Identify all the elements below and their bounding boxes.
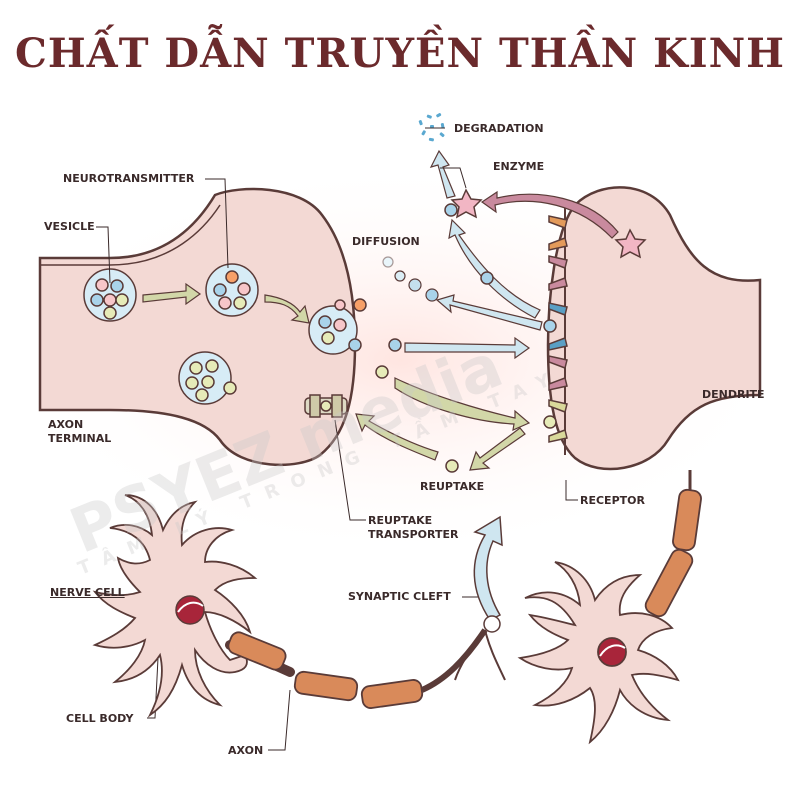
arrow-vesicle-move-2 (264, 294, 310, 324)
synapse-highlight (483, 615, 501, 633)
reuptake-transporter (304, 394, 348, 418)
arrow-reuptake-return (469, 427, 526, 471)
dendrite-shape (546, 186, 762, 471)
label-nerve-cell: NERVE CELL (50, 586, 125, 599)
arrow-to-receptor-green (394, 377, 531, 431)
transmitter-degrading (480, 271, 494, 285)
label-cell-body: CELL BODY (66, 712, 134, 725)
label-degradation: DEGRADATION (454, 122, 544, 135)
label-receptor: RECEPTOR (580, 494, 645, 507)
arrow-to-transporter (355, 413, 439, 461)
enzyme-star (450, 188, 483, 219)
label-reuptake: REUPTAKE (420, 480, 485, 493)
nerve-cell-right (517, 470, 702, 745)
label-axon-terminal-line2: TERMINAL (48, 432, 112, 445)
label-neurotransmitter: NEUROTRANSMITTER (63, 172, 195, 185)
vesicle-2 (205, 263, 259, 317)
diffusion-particles (382, 256, 439, 302)
arrow-enzyme-release (480, 190, 619, 239)
axon-inner-line (40, 204, 221, 266)
degradation-fragments (418, 112, 445, 142)
receptors (548, 215, 568, 443)
bound-transmitter-yellow (543, 415, 557, 429)
label-diffusion: DIFFUSION (352, 235, 420, 248)
label-reuptake-transporter-line2: TRANSPORTER (368, 528, 459, 541)
vesicle-3 (308, 298, 367, 355)
arrow-vesicle-move-1 (142, 282, 202, 306)
label-reuptake-transporter-line1: REUPTAKE (368, 514, 433, 527)
transmitter-released-2 (375, 365, 389, 379)
zoom-arrow (473, 515, 503, 621)
transmitter-at-enzyme (444, 203, 458, 217)
vesicle-1 (83, 268, 137, 322)
label-enzyme: ENZYME (493, 160, 545, 173)
enzyme-star-2 (614, 228, 647, 259)
label-vesicle: VESICLE (44, 220, 95, 233)
nerve-cell-left (92, 494, 258, 718)
transmitter-reuptake (445, 459, 459, 473)
arrow-to-degradation-1 (448, 218, 541, 319)
arrow-to-receptor-blue (404, 336, 531, 360)
transmitter-released-1 (388, 338, 402, 352)
page-title: CHẤT DẪN TRUYỀN THẦN KINH (15, 30, 785, 77)
leader-lines (96, 127, 578, 751)
label-dendrite: DENDRITE (702, 388, 765, 401)
bound-transmitter-blue (543, 319, 557, 333)
vesicle-4 (178, 351, 237, 405)
arrow-to-degradation-2 (429, 149, 456, 199)
label-axon-terminal-line1: AXON (48, 418, 84, 431)
arrow-diffusion (435, 294, 543, 331)
axon-myelin (225, 628, 506, 709)
label-synaptic-cleft: SYNAPTIC CLEFT (348, 590, 451, 603)
label-axon: AXON (228, 744, 264, 757)
